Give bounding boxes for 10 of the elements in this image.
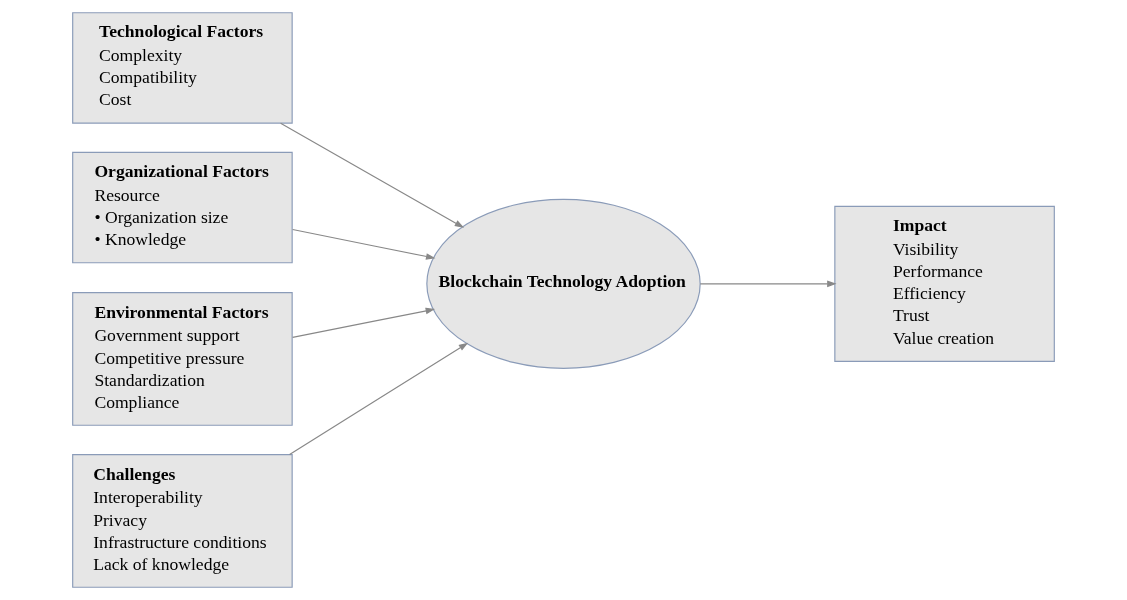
arrow <box>292 228 436 260</box>
node-box: Impact Visibility Performance Efficiency Trust Value creation <box>834 205 1055 362</box>
node-box: Environmental Factors Government support Competitive pressure Standardization Compliance <box>72 292 293 426</box>
node-box: Challenges Interoperability Privacy Infrastructure conditions Lack of knowledge <box>72 454 293 588</box>
node-box: Organizational Factors Resource • Organization size • Knowledge <box>72 151 293 264</box>
arrow <box>280 122 465 228</box>
arrow <box>292 307 436 338</box>
arrow <box>289 342 469 456</box>
arrow <box>699 280 837 288</box>
node-box: Technological Factors Complexity Compatibility Cost <box>72 12 293 124</box>
